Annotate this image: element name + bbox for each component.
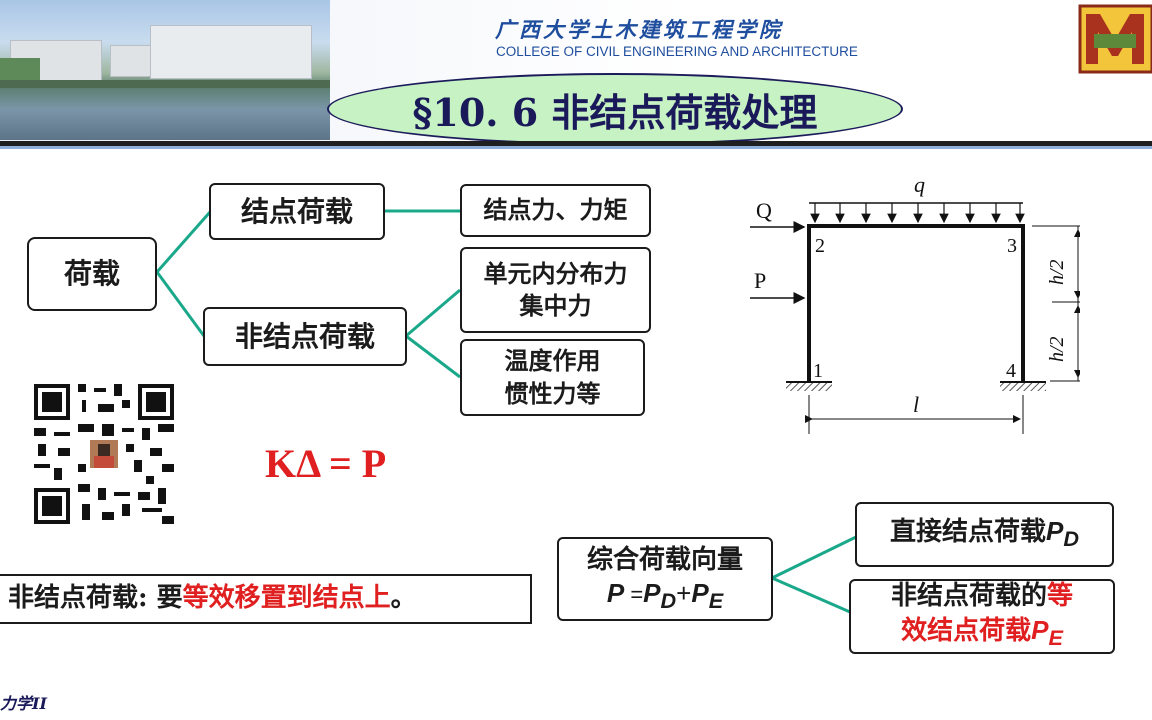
college-name-en: COLLEGE OF CIVIL ENGINEERING AND ARCHITE…: [496, 44, 858, 59]
combined-load-equation: P =PD+PE: [606, 577, 724, 613]
portal-frame-diagram: q Q P 2 3 1 4 l h/2 h/2: [750, 172, 1080, 434]
header-divider: [0, 141, 1152, 146]
note-suffix: 。: [390, 583, 417, 614]
support-4: [1000, 383, 1046, 391]
section-title: §10. 6 非结点荷载处理: [327, 73, 903, 145]
campus-photo: [0, 0, 330, 140]
note-highlight: 等效移置到结点上: [182, 583, 391, 614]
university-logo: [1078, 4, 1152, 74]
qr-code: [30, 380, 178, 528]
direct-node-load-box: 直接结点荷载PD: [855, 502, 1114, 567]
direct-node-load-label: 直接结点荷载PD: [890, 516, 1079, 552]
load-q-label: q: [914, 172, 925, 197]
height-lower-label: h/2: [1046, 336, 1068, 362]
height-upper-label: h/2: [1046, 259, 1068, 285]
college-name-cn: 广西大学土木建筑工程学院: [495, 17, 783, 42]
frame-members: [807, 224, 1025, 381]
node-load-child-label: 结点力、力矩: [483, 195, 628, 225]
combined-load-box: 综合荷载向量 P =PD+PE: [557, 537, 773, 621]
equivalent-load-line1: 非结点荷载的等: [890, 580, 1074, 611]
non-node-child1-box: 单元内分布力 集中力: [460, 247, 651, 333]
load-root-label: 荷载: [63, 257, 120, 291]
node-1-label: 1: [813, 360, 823, 382]
combined-load-title: 综合荷载向量: [586, 545, 743, 576]
non-node-child2-line1: 温度作用: [504, 346, 601, 376]
node-load-child-box: 结点力、力矩: [460, 184, 651, 237]
course-name-footer: 力学II: [0, 694, 47, 713]
equivalent-node-load-box: 非结点荷载的等 效结点荷载PE: [849, 579, 1115, 654]
span-l-label: l: [913, 392, 919, 417]
node-2-label: 2: [815, 235, 825, 257]
non-node-child1-line2: 集中力: [519, 291, 592, 320]
node-4-label: 4: [1006, 360, 1016, 382]
note-prefix: 非结点荷载: 要: [8, 583, 183, 614]
non-node-load-note: 非结点荷载: 要等效移置到结点上。: [0, 574, 532, 624]
equivalent-load-line2: 效结点荷载PE: [901, 614, 1063, 650]
non-node-child1-line1: 单元内分布力: [483, 258, 628, 288]
non-node-child2-line2: 惯性力等: [504, 378, 601, 408]
node-load-box: 结点荷载: [209, 183, 385, 240]
non-node-load-label: 非结点荷载: [234, 319, 375, 353]
non-node-child2-box: 温度作用 惯性力等: [460, 339, 645, 416]
load-P-label: P: [754, 268, 766, 293]
node-3-label: 3: [1007, 235, 1017, 257]
load-root-box: 荷载: [27, 237, 157, 311]
node-load-label: 结点荷载: [240, 194, 353, 228]
stiffness-equation: KΔ = P: [265, 441, 387, 486]
header-divider-accent: [0, 146, 1152, 149]
non-node-load-box: 非结点荷载: [203, 307, 407, 366]
load-Q-label: Q: [756, 198, 772, 223]
support-1: [786, 383, 832, 391]
